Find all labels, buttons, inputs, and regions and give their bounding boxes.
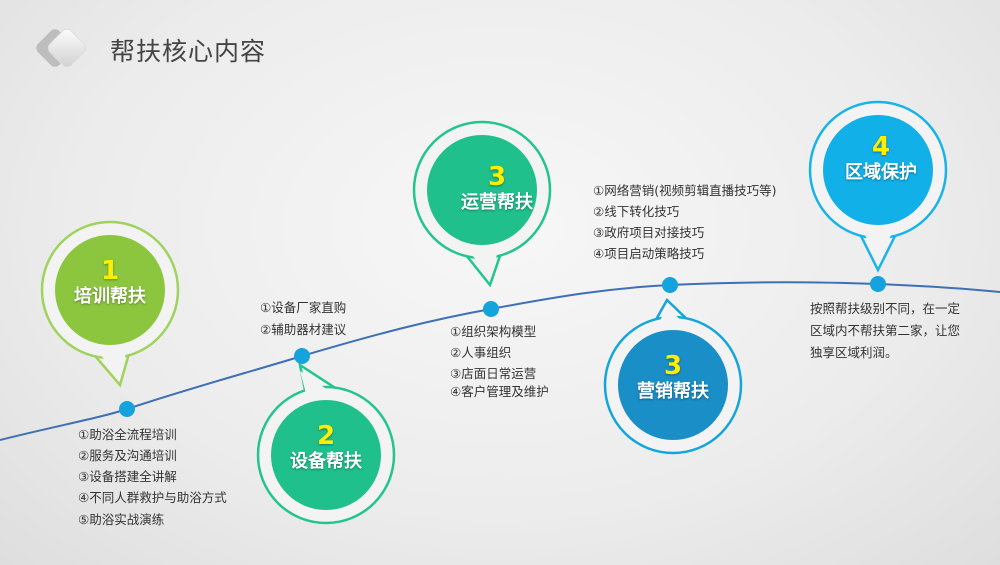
bubble-number: 3 [487,162,507,192]
list-item: ①组织架构模型 [450,324,537,339]
callout-training [40,220,180,388]
callout-operation [412,120,552,288]
title-diamond-icon [36,28,87,68]
timeline-dot [294,348,310,364]
bubble-number: 2 [316,421,336,451]
list-item: ①助浴全流程培训 [78,427,177,442]
list-item: ④项目启动策略技巧 [593,246,705,261]
bubble-label: 区域保护 [845,162,917,183]
bubble-label: 培训帮扶 [74,286,146,307]
equipment-list: ①设备厂家直购 ②辅助器材建议 [260,300,352,338]
list-item: ⑤助浴实战演练 [78,512,165,527]
timeline-dot [119,401,135,417]
list-item: ③政府项目对接技巧 [593,225,705,240]
list-item: ③设备搭建全讲解 [78,469,177,484]
bubble-label: 设备帮扶 [290,451,362,472]
callout-marketing [603,297,743,455]
list-item: ④不同人群救护与助浴方式 [78,490,227,505]
callout-equipment [256,362,396,525]
page-title: 帮扶核心内容 [110,37,267,66]
list-item: ②辅助器材建议 [260,322,347,337]
training-list: ①助浴全流程培训 ②服务及沟通培训 ③设备搭建全讲解 ④不同人群救护与助浴方式 … [78,424,238,530]
list-item: ④客户管理及维护 [450,384,549,399]
bubble-number: 1 [100,256,120,286]
timeline-dot [870,276,886,292]
list-item: ①网络营销(视频剪辑直播技巧等) [593,183,777,198]
timeline-dot [483,301,499,317]
callout-region [808,100,948,273]
marketing-list: ①网络营销(视频剪辑直播技巧等) ②线下转化技巧 ③政府项目对接技巧 ④项目启动… [593,180,813,264]
list-item: ①设备厂家直购 [260,300,347,315]
list-item: ②服务及沟通培训 [78,448,177,463]
bubble-number: 4 [871,132,891,162]
bubble-number: 3 [663,351,683,381]
operation-list: ①组织架构模型 ②人事组织 ③店面日常运营 ④客户管理及维护 [450,321,554,400]
list-item: ②人事组织 [450,345,512,360]
list-item: ②线下转化技巧 [593,204,680,219]
list-item: ③店面日常运营 [450,366,537,381]
bubble-label: 营销帮扶 [637,381,709,402]
bubble-label: 运营帮扶 [461,192,533,213]
timeline-dot [662,277,678,293]
region-description: 按照帮扶级别不同，在一定区域内不帮扶第二家，让您独享区域利润。 [810,301,961,360]
